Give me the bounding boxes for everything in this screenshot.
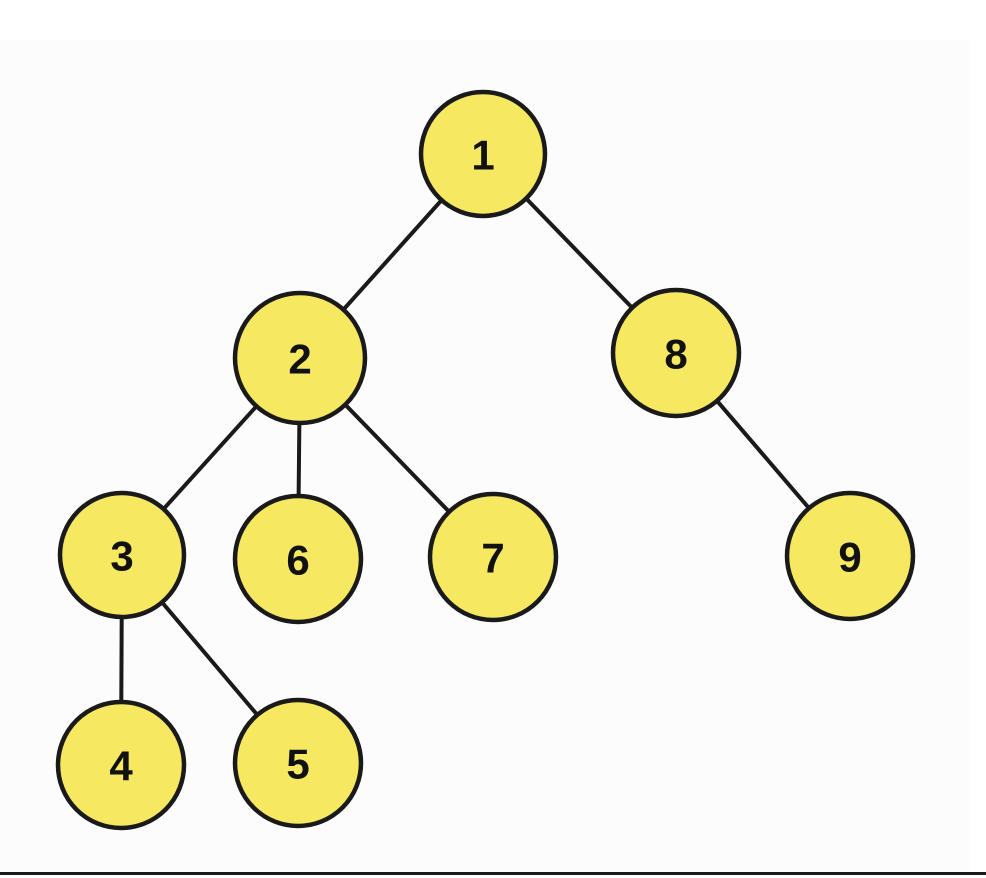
tree-node-circle-6[interactable] [232, 493, 364, 625]
edges-layer [119, 152, 852, 767]
tree-node-label-4: 4 [109, 743, 133, 790]
tree-node-5[interactable]: 5 [232, 697, 364, 829]
tree-node-6[interactable]: 6 [232, 493, 364, 625]
bottom-divider [0, 872, 986, 875]
nodes-layer: 1 2 8 3 6 7 9 4 5 [55, 89, 916, 831]
tree-node-circle-4[interactable] [55, 699, 187, 831]
tree-node-3[interactable]: 3 [57, 490, 187, 620]
tree-node-circle-1[interactable] [418, 89, 548, 219]
tree-node-circle-3[interactable] [57, 490, 187, 620]
tree-node-circle-8[interactable] [610, 287, 742, 419]
tree-node-2[interactable]: 2 [232, 290, 368, 426]
tree-node-1[interactable]: 1 [418, 89, 548, 219]
tree-node-label-1: 1 [471, 132, 494, 179]
tree-node-circle-7[interactable] [427, 491, 559, 623]
tree-node-8[interactable]: 8 [610, 287, 742, 419]
tree-node-label-2: 2 [288, 336, 311, 383]
tree-node-circle-9[interactable] [784, 490, 916, 622]
tree-node-9[interactable]: 9 [784, 490, 916, 622]
tree-node-label-7: 7 [481, 535, 504, 582]
tree-node-label-6: 6 [286, 537, 309, 584]
tree-node-circle-2[interactable] [232, 290, 368, 426]
tree-node-label-5: 5 [286, 741, 309, 788]
tree-node-4[interactable]: 4 [55, 699, 187, 831]
tree-node-label-8: 8 [664, 331, 687, 378]
tree-node-label-3: 3 [110, 533, 133, 580]
tree-node-circle-5[interactable] [232, 697, 364, 829]
tree-node-7[interactable]: 7 [427, 491, 559, 623]
tree-node-label-9: 9 [838, 534, 861, 581]
